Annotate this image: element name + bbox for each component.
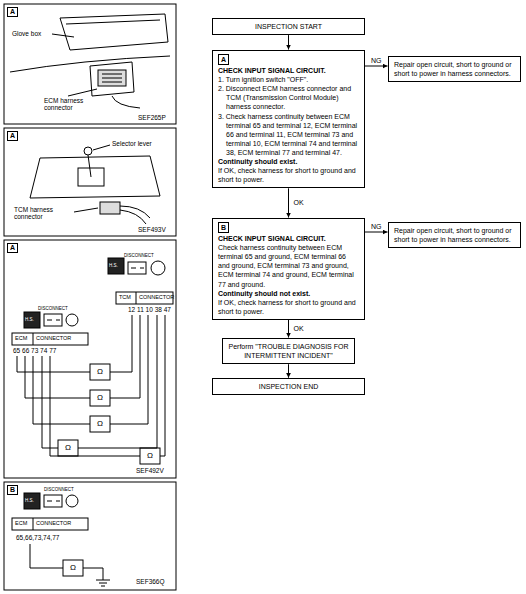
connector-name: CONNECTOR — [36, 520, 71, 526]
icon-text: H.S. — [25, 498, 34, 503]
part-name: Selector lever — [112, 140, 152, 147]
icon-text: DISCONNECT — [38, 306, 68, 311]
box-text: Continuity should not exist. — [218, 289, 359, 298]
connector-name: CONNECTOR — [36, 335, 71, 341]
icon-text: H.S. — [25, 317, 34, 322]
figure-code: SEF265P — [138, 114, 166, 121]
ohm-symbol: Ω — [147, 451, 153, 460]
end-box: INSPECTION END — [212, 378, 365, 395]
box-text: 2. Disconnect ECM harness connector and … — [218, 84, 359, 111]
repair-box: Repair open circuit, short to ground or … — [388, 56, 521, 82]
pin-numbers: 12 11 10 38 47 — [128, 306, 171, 313]
connector-name: TCM — [119, 294, 131, 300]
box-text: 3. Check harness continuity between ECM … — [218, 112, 359, 157]
panel-tag: A — [7, 7, 18, 17]
part-name: ECM harness connector — [44, 97, 98, 112]
icon-text: DISCONNECT — [44, 487, 74, 492]
box-text: If OK, check harness for short to ground… — [218, 298, 359, 316]
panel-tag: A — [7, 131, 18, 141]
repair-box: Repair open circuit, short to ground or … — [388, 222, 521, 248]
pin-numbers: 65,66,73,74,77 — [16, 534, 59, 541]
check-box: BCHECK INPUT SIGNAL CIRCUIT.Check harnes… — [212, 218, 365, 320]
flow-arrow — [365, 232, 388, 233]
box-text: 1. Turn ignition switch "OFF". — [218, 75, 359, 84]
box-text: INSPECTION END — [218, 382, 359, 391]
panel-frame — [4, 4, 176, 124]
box-text: Perform "TROUBLE DIAGNOSIS FOR INTERMITT… — [228, 342, 349, 360]
flow-arrow — [365, 66, 388, 67]
part-name: Glove box — [12, 30, 41, 37]
panel-tag: B — [7, 485, 18, 495]
ohm-symbol: Ω — [97, 367, 103, 376]
icon-text: H.S. — [109, 263, 118, 268]
icon-text: DISCONNECT — [124, 253, 154, 258]
ohm-symbol: Ω — [65, 443, 71, 452]
box-text: INSPECTION START — [218, 22, 359, 31]
box-text: CHECK INPUT SIGNAL CIRCUIT. — [218, 66, 359, 75]
figure-code: SEF492V — [136, 467, 164, 474]
pin-numbers: 65 66 73 74 77 — [13, 347, 56, 354]
ohm-symbol: Ω — [97, 393, 103, 402]
connector-name: ECM — [15, 520, 27, 526]
branch-label: NG — [370, 223, 383, 230]
figure-code: SEF493V — [138, 226, 166, 233]
box-text: Check harness continuity between ECM ter… — [218, 243, 359, 288]
box-text: If OK, check harness for short to ground… — [218, 166, 359, 184]
flow-arrow — [288, 35, 289, 49]
connector-name: CONNECTOR — [139, 294, 174, 300]
box-text: Repair open circuit, short to ground or … — [394, 60, 515, 78]
ohm-symbol: Ω — [97, 419, 103, 428]
box-text: Repair open circuit, short to ground or … — [394, 226, 515, 244]
panel-frame — [4, 240, 176, 478]
step-letter: A — [218, 54, 229, 65]
panel-tag: A — [7, 243, 18, 253]
ground-check-drawing — [12, 493, 110, 586]
connector-name: ECM — [15, 335, 27, 341]
step-letter: B — [218, 222, 229, 233]
action-box: Perform "TROUBLE DIAGNOSIS FOR INTERMITT… — [222, 338, 355, 364]
flow-arrow — [288, 188, 289, 217]
branch-label: OK — [293, 199, 305, 206]
continuity-check-drawing — [12, 258, 173, 464]
figure-code: SEF366Q — [136, 578, 165, 585]
flow-arrow — [288, 320, 289, 338]
box-text: CHECK INPUT SIGNAL CIRCUIT. — [218, 234, 359, 243]
panel-frame — [4, 128, 176, 236]
glove-box-drawing — [10, 14, 170, 108]
part-name: TCM harness connector — [14, 206, 68, 221]
ohm-symbol: Ω — [70, 563, 76, 572]
panel-frame — [4, 482, 176, 590]
flow-arrow — [288, 364, 289, 378]
branch-label: NG — [370, 57, 383, 64]
start-box: INSPECTION START — [212, 18, 365, 35]
branch-label: OK — [293, 325, 305, 332]
box-text: Continuity should exist. — [218, 157, 359, 166]
check-box: ACHECK INPUT SIGNAL CIRCUIT.1. Turn igni… — [212, 50, 365, 188]
